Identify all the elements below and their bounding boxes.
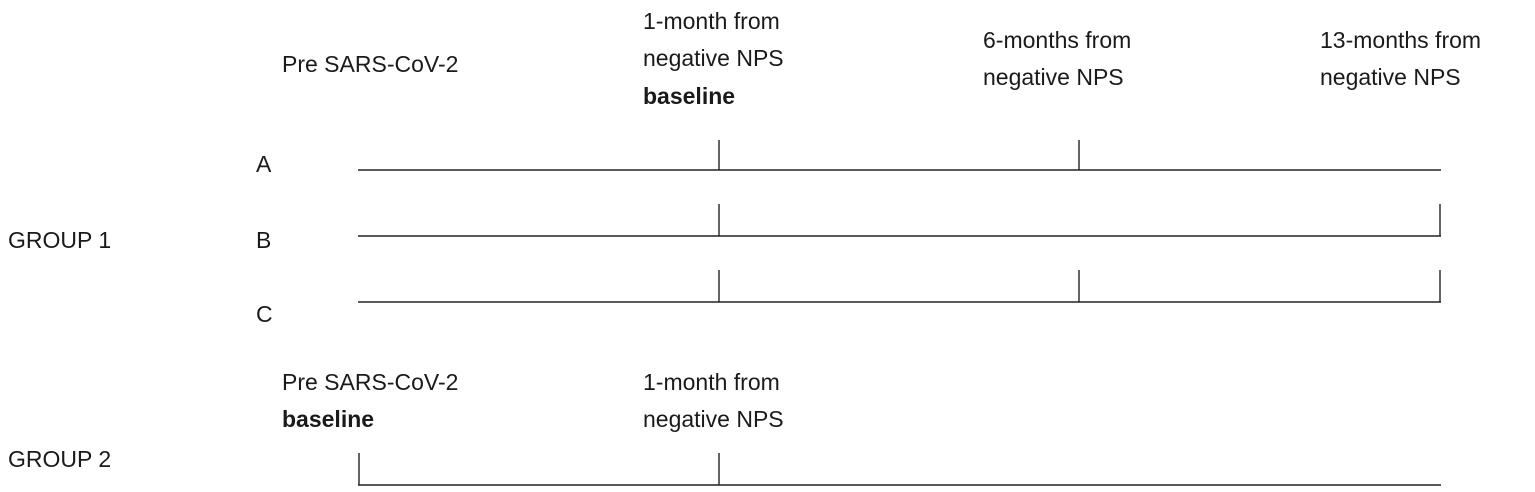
group-1-header-6-months: 6-months from negative NPS — [983, 27, 1131, 90]
timeline-row-group-2 — [358, 453, 1441, 486]
group-1-header-13-months: 13-months from negative NPS — [1320, 27, 1481, 90]
group-2: GROUP 2 Pre SARS-CoV-2 baseline 1-month … — [8, 369, 1441, 486]
header-baseline-label: baseline — [282, 406, 374, 432]
timeline-row-c: C — [256, 270, 1441, 327]
timeline-row-a: A — [256, 140, 1441, 177]
header-baseline-label: baseline — [643, 83, 735, 109]
header-line: negative NPS — [1320, 64, 1461, 90]
group-2-label: GROUP 2 — [8, 446, 111, 472]
timeline-row-b: B — [256, 204, 1441, 253]
group-2-header-pre: Pre SARS-CoV-2 baseline — [282, 369, 458, 432]
header-line: 1-month from — [643, 369, 780, 395]
group-2-header-1-month: 1-month from negative NPS — [643, 369, 784, 432]
header-line: Pre SARS-CoV-2 — [282, 369, 458, 395]
row-label: C — [256, 301, 273, 327]
row-label: B — [256, 227, 271, 253]
header-line: 13-months from — [1320, 27, 1481, 53]
group-1-label: GROUP 1 — [8, 227, 111, 253]
header-line: 1-month from — [643, 8, 780, 34]
header-line: negative NPS — [643, 406, 784, 432]
header-line: 6-months from — [983, 27, 1131, 53]
group-1-header-pre: Pre SARS-CoV-2 — [282, 51, 458, 77]
group-1-header-1-month: 1-month from negative NPS baseline — [643, 8, 784, 109]
row-label: A — [256, 151, 272, 177]
header-line: negative NPS — [983, 64, 1124, 90]
group-1: GROUP 1 Pre SARS-CoV-2 1-month from nega… — [8, 8, 1481, 327]
header-line: Pre SARS-CoV-2 — [282, 51, 458, 77]
header-line: negative NPS — [643, 45, 784, 71]
